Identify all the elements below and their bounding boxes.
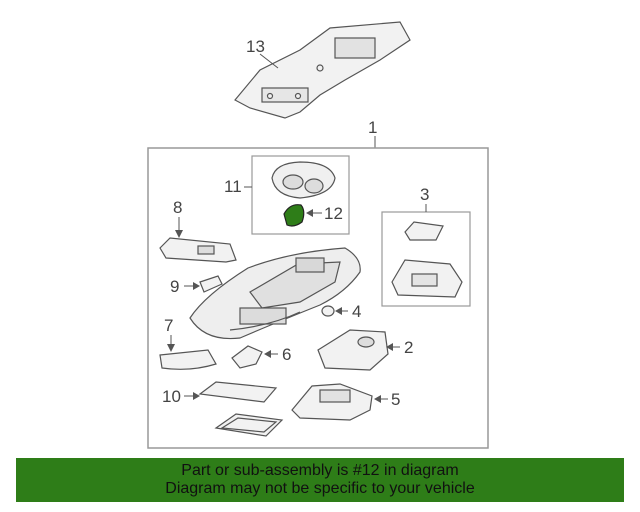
callout-12: 12 xyxy=(324,204,343,223)
part-9-bulb[interactable] xyxy=(199,275,223,293)
arrow-6 xyxy=(264,350,271,358)
leader-13 xyxy=(259,53,279,69)
part-5-tray[interactable] xyxy=(291,383,373,421)
callout-13: 13 xyxy=(246,37,265,56)
callout-1: 1 xyxy=(368,118,377,137)
part-6-switch[interactable] xyxy=(231,345,263,369)
part-11-lamp[interactable] xyxy=(271,161,336,199)
arrow-12 xyxy=(306,209,313,217)
assembly-frame xyxy=(147,147,489,449)
callout-3: 3 xyxy=(420,185,429,204)
part-7-lens[interactable] xyxy=(159,349,217,370)
part-13-bracket[interactable] xyxy=(234,21,411,119)
part-2-panel[interactable] xyxy=(317,329,389,371)
callout-9: 9 xyxy=(170,277,179,296)
callout-7: 7 xyxy=(164,316,173,335)
part-4-clip[interactable] xyxy=(321,305,335,317)
subassembly-11-box xyxy=(251,155,350,235)
arrow-8 xyxy=(175,230,183,238)
banner-line-2: Diagram may not be specific to your vehi… xyxy=(165,480,475,497)
callout-11: 11 xyxy=(224,177,242,196)
callout-10: 10 xyxy=(162,387,181,406)
callout-5: 5 xyxy=(391,390,400,409)
callout-2: 2 xyxy=(404,338,413,357)
main-console-housing[interactable] xyxy=(189,247,361,340)
arrow-7 xyxy=(167,344,175,352)
arrow-4 xyxy=(335,307,342,315)
arrow-9 xyxy=(193,282,200,290)
callout-4: 4 xyxy=(352,302,361,321)
banner-line-1: Part or sub-assembly is #12 in diagram xyxy=(181,462,459,479)
part-8-bracket[interactable] xyxy=(159,237,237,263)
callout-8: 8 xyxy=(173,198,182,217)
callout-6: 6 xyxy=(282,345,291,364)
part-info-banner: Part or sub-assembly is #12 in diagram D… xyxy=(16,458,624,502)
part-3-lens[interactable] xyxy=(391,221,463,298)
part-12-highlighted[interactable] xyxy=(283,204,305,227)
arrow-5 xyxy=(374,395,381,403)
arrow-2 xyxy=(386,343,393,351)
arrow-10 xyxy=(193,392,200,400)
part-10-pad[interactable] xyxy=(198,381,284,437)
